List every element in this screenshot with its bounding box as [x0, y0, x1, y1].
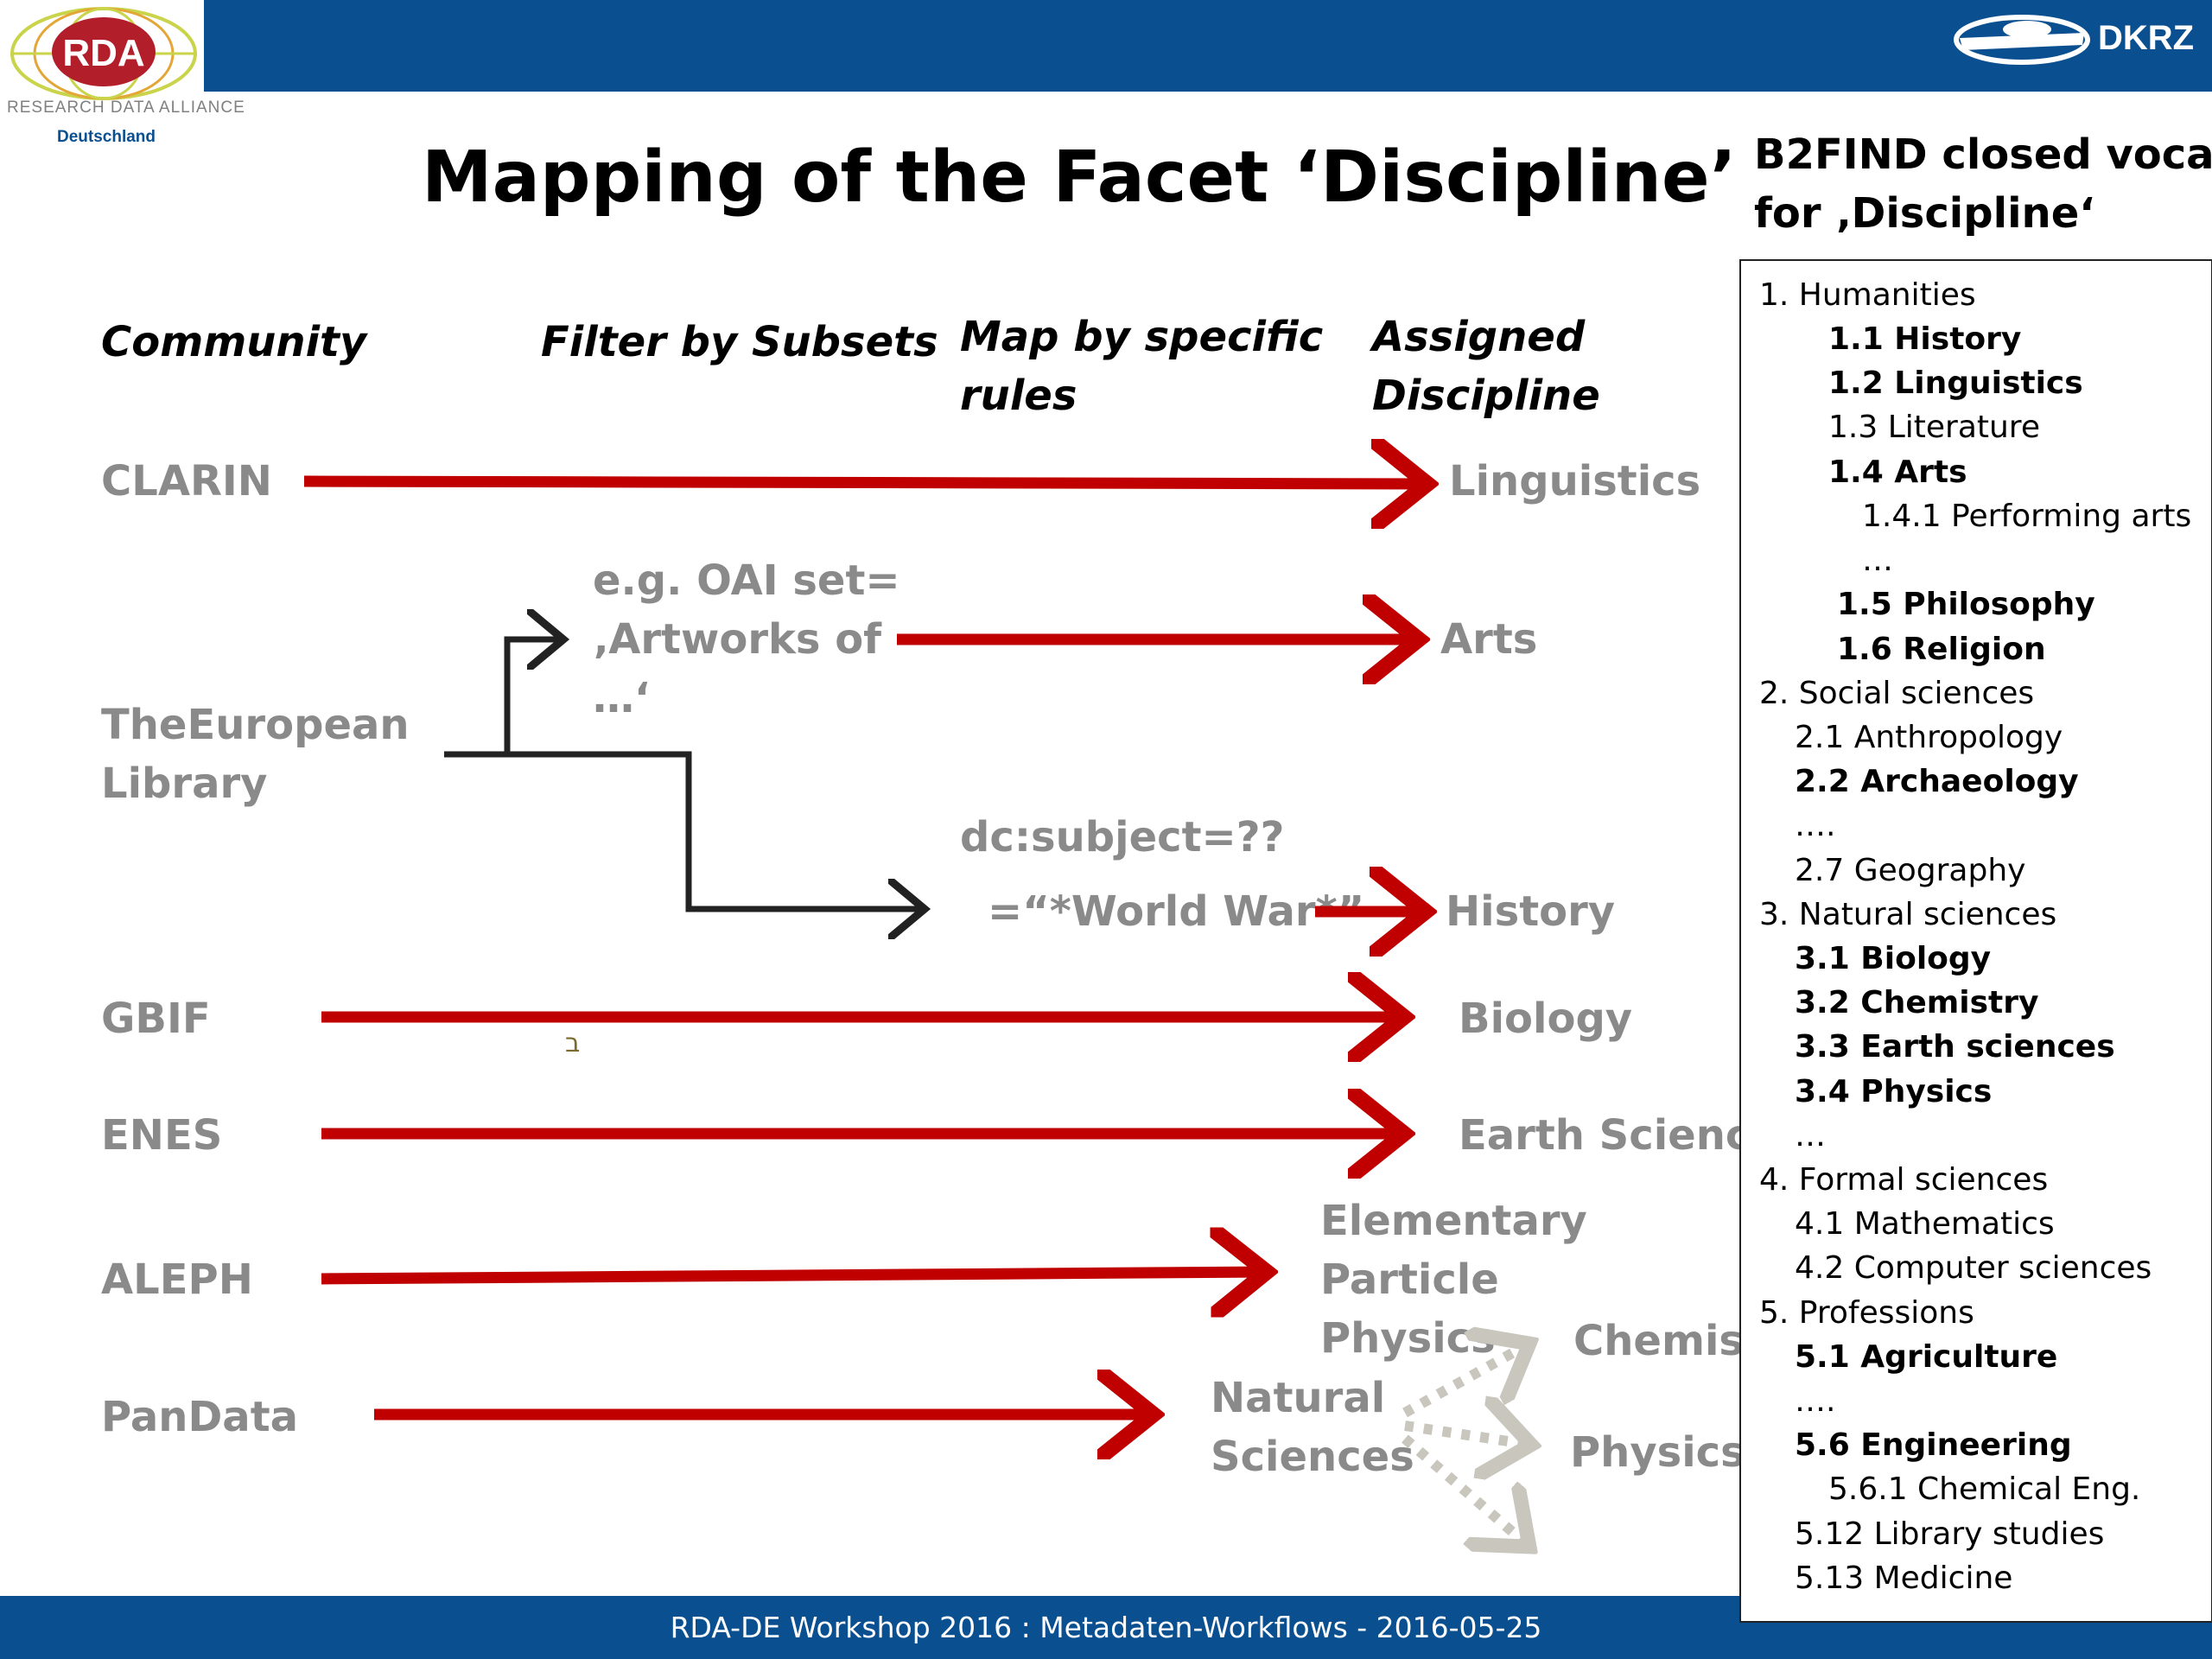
- vocab-item: ….: [1795, 1383, 1836, 1419]
- vocab-item: 3.4 Physics: [1795, 1074, 1993, 1109]
- rda-subtitle: RESEARCH DATA ALLIANCE: [7, 99, 245, 117]
- col-community: Community: [101, 318, 367, 366]
- filter-worldwar: =“*World War*”: [988, 887, 1365, 936]
- vocab-item: …: [1862, 543, 1893, 578]
- col-map-line2: rules: [960, 372, 1077, 420]
- dkrz-logo-icon: [1954, 15, 2090, 65]
- vocab-item: 1. Humanities: [1759, 277, 1976, 313]
- rda-logo: RDA: [0, 0, 204, 156]
- arrow-aleph: [321, 1272, 1267, 1279]
- discipline-arts: Arts: [1440, 615, 1538, 664]
- stray-mark: ב: [565, 1028, 581, 1058]
- vocab-item: 5. Professions: [1759, 1295, 1974, 1331]
- community-clarin: CLARIN: [101, 457, 272, 505]
- vocab-item: 2.7 Geography: [1795, 853, 2026, 888]
- community-enes: ENES: [101, 1111, 223, 1160]
- col-filter: Filter by Subsets: [541, 318, 938, 366]
- dotted-chemistry: [1402, 1344, 1529, 1418]
- vocab-item: 3.3 Earth sciences: [1795, 1029, 2115, 1065]
- vocab-item: ….: [1795, 808, 1836, 843]
- vocab-item: 1.6 Religion: [1837, 632, 2046, 667]
- col-assigned-line1: Assigned: [1372, 313, 1586, 361]
- vocab-item: 2. Social sciences: [1759, 676, 2035, 711]
- discipline-natural-line1: Natural: [1211, 1374, 1386, 1422]
- filter-oai-line1: e.g. OAI set=: [593, 556, 900, 605]
- rda-abbr: RDA: [62, 32, 144, 74]
- vocab-item: 1.1 History: [1828, 321, 2022, 357]
- vocab-item: 2.1 Anthropology: [1795, 720, 2063, 755]
- vocab-title: B2FIND closed vocab for ‚Discipline‘: [1754, 125, 2212, 243]
- discipline-history: History: [1446, 887, 1616, 936]
- vocab-item: 4.1 Mathematics: [1795, 1206, 2055, 1242]
- filter-oai-line2: ‚Artworks of: [593, 615, 882, 664]
- community-tel-line2: Library: [101, 760, 268, 808]
- vocab-item: 4. Formal sciences: [1759, 1162, 2049, 1198]
- col-assigned-line2: Discipline: [1372, 372, 1600, 420]
- discipline-natural-line2: Sciences: [1211, 1433, 1414, 1481]
- vocab-item: 5.12 Library studies: [1795, 1516, 2105, 1552]
- vocab-item: 5.6 Engineering: [1795, 1427, 2072, 1463]
- vocab-title-line1: B2FIND closed vocab: [1754, 130, 2212, 179]
- slide-title: Mapping of the Facet ‘Discipline’: [422, 137, 1737, 219]
- vocab-item: 5.6.1 Chemical Eng.: [1828, 1471, 2141, 1507]
- vocab-item: 3.2 Chemistry: [1795, 985, 2039, 1020]
- vocab-item: 4.2 Computer sciences: [1795, 1250, 2152, 1286]
- vocab-item: 1.5 Philosophy: [1837, 587, 2095, 622]
- rda-country: Deutschland: [57, 128, 156, 146]
- connector-tel: [444, 751, 925, 909]
- filter-oai-line3: …‘: [593, 674, 651, 722]
- discipline-biology: Biology: [1459, 995, 1633, 1043]
- header-bar: [0, 0, 2212, 92]
- vocab-item: 5.13 Medicine: [1795, 1560, 2013, 1596]
- community-aleph: ALEPH: [101, 1255, 253, 1304]
- dotted-physics: [1404, 1426, 1531, 1445]
- discipline-epp-line2: Particle: [1320, 1255, 1499, 1304]
- discipline-physics: Physics: [1570, 1428, 1745, 1477]
- community-pandata: PanData: [101, 1393, 299, 1441]
- vocab-item: 5.1 Agriculture: [1795, 1339, 2058, 1375]
- community-tel-line1: TheEuropean: [101, 701, 410, 749]
- filter-subject: dc:subject=??: [960, 813, 1285, 861]
- arrow-clarin: [303, 481, 1427, 484]
- dkrz-label: DKRZ: [2098, 19, 2195, 57]
- vocab-item: …: [1795, 1118, 1826, 1154]
- discipline-linguistics: Linguistics: [1449, 457, 1701, 505]
- vocab-item: 1.4 Arts: [1828, 454, 1967, 490]
- community-gbif: GBIF: [101, 995, 211, 1043]
- dotted-other: [1402, 1434, 1529, 1547]
- vocab-item: 1.2 Linguistics: [1828, 365, 2083, 401]
- connector-tel-oai: [504, 639, 563, 754]
- vocab-item: 2.2 Archaeology: [1795, 764, 2079, 799]
- rda-globe-icon: RDA: [10, 7, 197, 100]
- discipline-epp-line1: Elementary: [1320, 1197, 1587, 1245]
- footer-text: RDA-DE Workshop 2016 : Metadaten-Workflo…: [670, 1611, 1542, 1644]
- vocab-item: 1.3 Literature: [1828, 410, 2040, 445]
- vocab-item: 3. Natural sciences: [1759, 897, 2057, 932]
- vocab-item: 3.1 Biology: [1795, 941, 1992, 976]
- col-map-line1: Map by specific: [960, 313, 1324, 361]
- vocab-title-line2: for ‚Discipline‘: [1754, 189, 2095, 238]
- vocab-item: 1.4.1 Performing arts: [1862, 499, 2192, 534]
